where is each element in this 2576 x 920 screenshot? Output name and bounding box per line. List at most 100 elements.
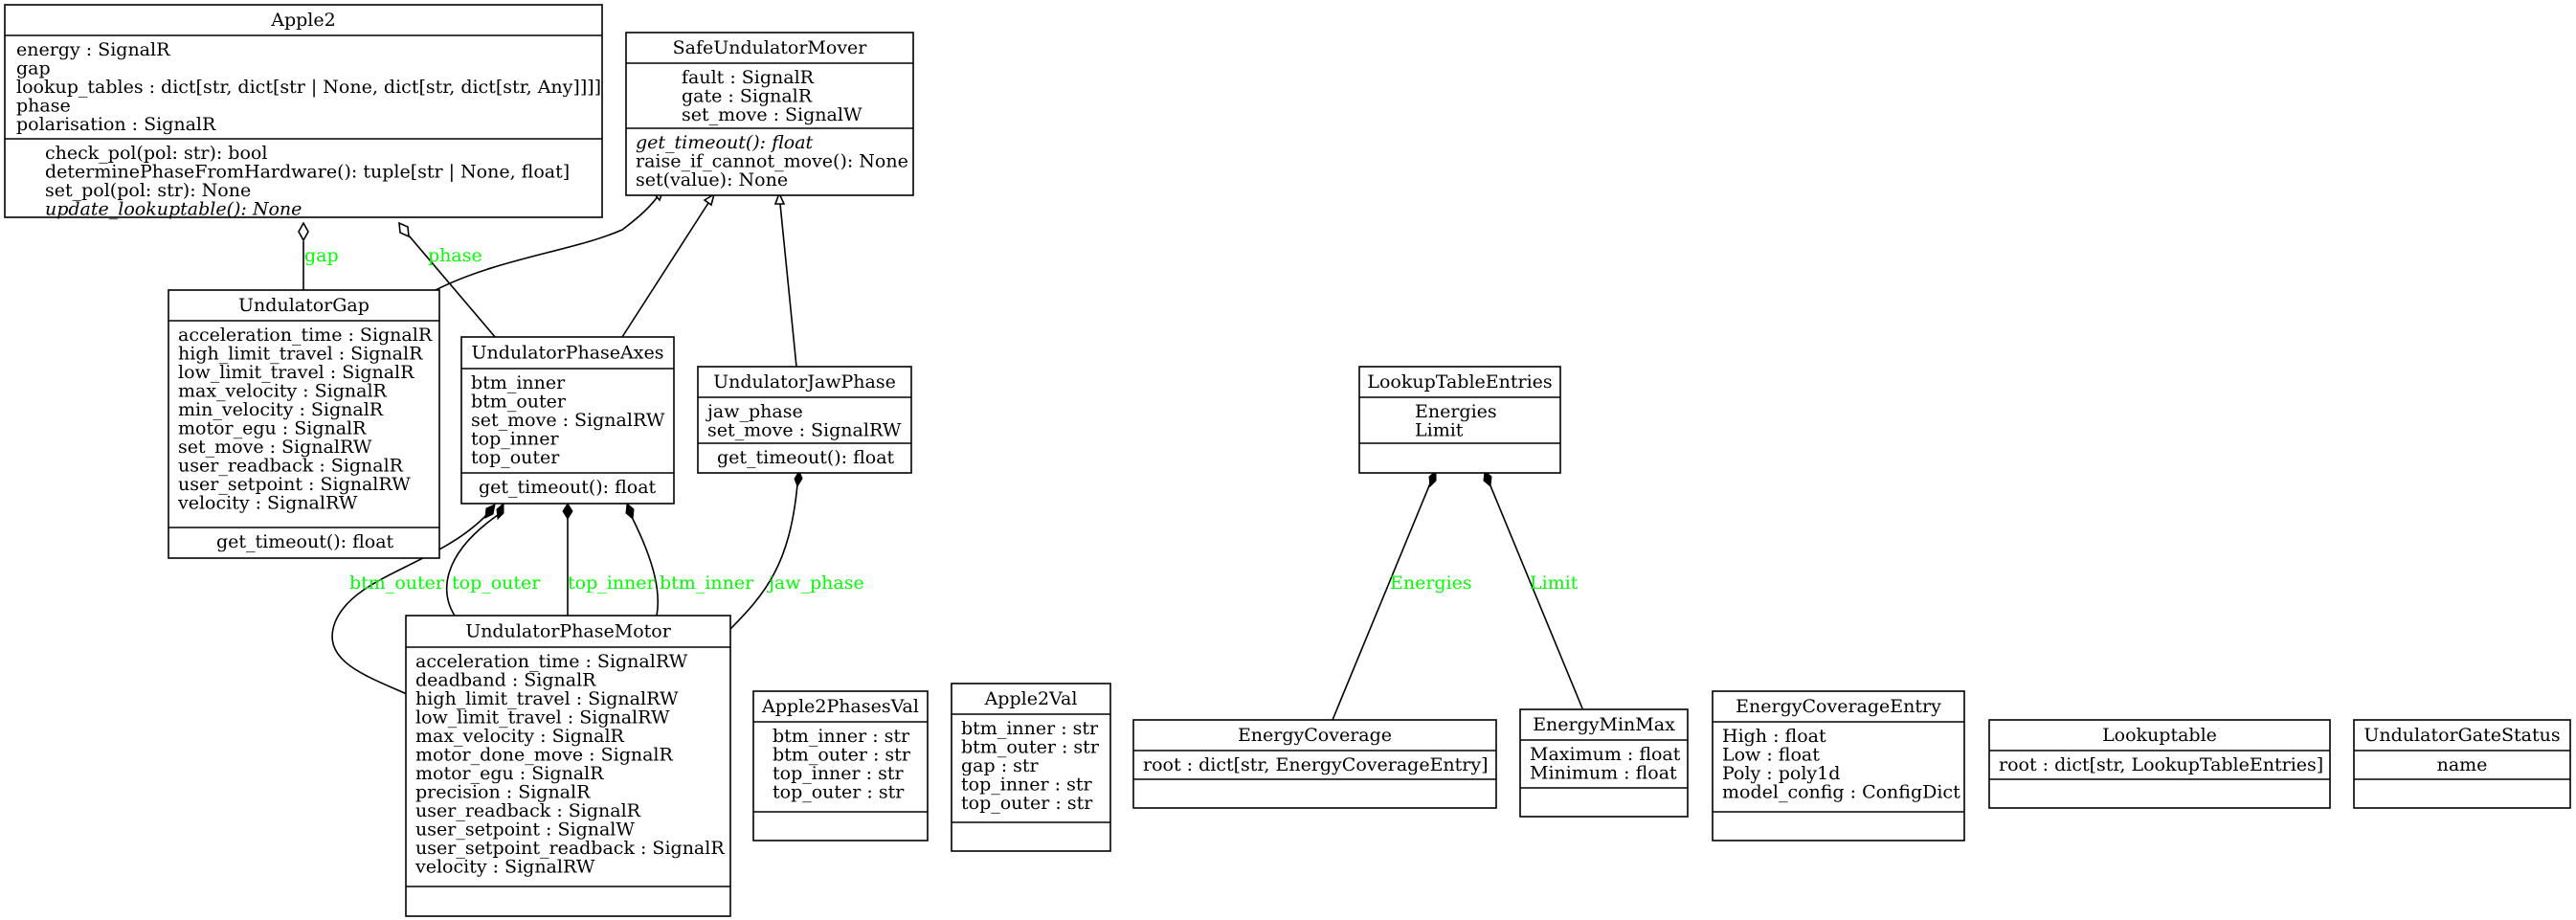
class-undulator-jaw-phase-attribute: set_move : SignalRW: [707, 420, 902, 441]
class-safe-undulator-mover-name: SafeUndulatorMover: [673, 37, 868, 58]
class-undulator-phase-motor-attribute: max_velocity : SignalR: [415, 726, 625, 747]
class-undulator-gap-attribute: user_readback : SignalR: [178, 456, 404, 477]
class-apple2-val-attribute: btm_inner : str: [961, 718, 1099, 739]
class-undulator-gap-attribute: motor_egu : SignalR: [178, 418, 367, 439]
class-safe-undulator-mover-attribute: fault : SignalR: [682, 67, 815, 88]
composition-edge-jaw-phase: [727, 483, 798, 633]
class-undulator-phase-axes-attribute: top_inner: [471, 429, 560, 450]
class-apple2-method: determinePhaseFromHardware(): tuple[str …: [45, 162, 570, 183]
class-safe-undulator-mover-attribute: gate : SignalR: [682, 86, 813, 107]
class-lookuptable-attribute: root : dict[str, LookupTableEntries]: [1999, 754, 2323, 775]
class-apple2-val-name: Apple2Val: [984, 688, 1078, 709]
class-undulator-jaw-phase-name: UndulatorJawPhase: [713, 371, 896, 393]
composition-diamond-btm-inner: [625, 502, 635, 521]
class-energy-min-max-box: [1519, 708, 1689, 818]
class-undulator-gap-attribute: acceleration_time : SignalR: [178, 325, 433, 346]
class-energy-min-max-name: EnergyMinMax: [1533, 714, 1675, 735]
aggregation-edge-phase: [408, 235, 497, 339]
class-undulator-phase-axes-attribute: set_move : SignalRW: [471, 410, 665, 431]
composition-diamond-btm-outer: [484, 504, 496, 519]
class-undulator-phase-motor-attribute: motor_done_move : SignalR: [415, 745, 674, 766]
class-safe-undulator-mover-box: [625, 32, 914, 196]
class-apple2-phases-val: Apple2PhasesVal btm_inner : strbtm_outer …: [752, 690, 929, 841]
edge-label-btm-outer: btm_outer: [349, 572, 445, 594]
class-apple2-phases-val-attribute: btm_outer : str: [773, 745, 911, 766]
edge-label-top-outer: top_outer: [452, 572, 541, 594]
class-lookuptable-name: Lookuptable: [2102, 725, 2217, 746]
class-apple2-val-attribute: top_outer : str: [961, 793, 1093, 814]
class-undulator-gap-name: UndulatorGap: [238, 295, 370, 316]
class-apple2-name: Apple2: [270, 10, 335, 31]
class-apple2-val-attribute: btm_outer : str: [961, 737, 1100, 758]
class-undulator-phase-motor-attribute: low_limit_travel : SignalRW: [415, 707, 670, 729]
class-undulator-gate-status-name: UndulatorGateStatus: [2363, 725, 2560, 746]
edge-label-energies: Energies: [1390, 572, 1472, 594]
class-energy-coverage-entry-attribute: model_config : ConfigDict: [1722, 782, 1960, 803]
class-undulator-gap-box: [168, 289, 440, 559]
composition-edge-top-outer: [445, 514, 499, 617]
composition-diamond-top-inner: [562, 503, 573, 520]
class-undulator-gap-attribute: min_velocity : SignalR: [178, 399, 384, 420]
class-undulator-phase-axes: UndulatorPhaseAxesbtm_innerbtm_outerset_…: [460, 336, 675, 505]
inheritance-arrow-phaseaxes: [703, 192, 716, 207]
inheritance-arrow-jawphase: [773, 191, 786, 205]
class-undulator-jaw-phase-box: [697, 366, 912, 474]
class-undulator-phase-motor-attribute: motor_egu : SignalR: [415, 763, 604, 784]
class-apple2-phases-val-attribute: btm_inner : str: [773, 726, 910, 747]
class-apple2-phases-val-attribute: top_outer : str: [773, 782, 905, 803]
class-apple2-attribute: polarisation : SignalR: [16, 114, 216, 135]
class-undulator-gap-method: get_timeout(): float: [216, 531, 394, 552]
class-apple2-attribute: lookup_tables : dict[str, dict[str | Non…: [16, 77, 601, 98]
inheritance-edge-gap: [435, 194, 660, 291]
class-energy-min-max-attribute: Maximum : float: [1530, 744, 1681, 765]
class-undulator-phase-axes-attribute: top_outer: [471, 447, 560, 468]
edge-label-phase: phase: [428, 245, 482, 266]
class-safe-undulator-mover-method: set(value): None: [636, 169, 788, 191]
class-energy-coverage-entry-attribute: Low : float: [1722, 745, 1820, 766]
class-energy-min-max-attribute: Minimum : float: [1530, 763, 1677, 784]
edge-label-gap: gap: [304, 245, 339, 266]
class-undulator-phase-motor-name: UndulatorPhaseMotor: [465, 621, 672, 642]
class-safe-undulator-mover-method: get_timeout(): float: [636, 132, 814, 153]
class-lookup-table-entries-box: [1358, 366, 1561, 474]
class-undulator-phase-axes-attribute: btm_outer: [471, 392, 567, 413]
class-undulator-phase-motor-attribute: user_readback : SignalR: [415, 800, 641, 821]
class-undulator-phase-axes-name: UndulatorPhaseAxes: [472, 343, 664, 364]
composition-diamond-jaw-phase: [794, 469, 803, 488]
class-apple2-phases-val-name: Apple2PhasesVal: [761, 696, 919, 717]
class-apple2-box: [4, 4, 603, 218]
composition-diamond-limit: [1483, 469, 1492, 488]
class-undulator-phase-axes-box: [460, 336, 675, 505]
class-undulator-jaw-phase-method: get_timeout(): float: [717, 447, 895, 468]
edges: [298, 188, 1583, 721]
class-apple2-phases-val-attribute: top_inner : str: [773, 763, 904, 784]
class-undulator-phase-motor-attribute: user_setpoint_readback : SignalR: [415, 838, 725, 859]
class-energy-coverage-entry-attribute: High : float: [1722, 726, 1826, 747]
class-apple2-method: set_pol(pol: str): None: [45, 180, 251, 201]
class-energy-coverage-entry-name: EnergyCoverageEntry: [1736, 696, 1941, 717]
class-lookup-table-entries-attribute: Limit: [1415, 420, 1464, 441]
edge-label-btm-inner: btm_inner: [660, 572, 754, 594]
class-energy-coverage-attribute: root : dict[str, EnergyCoverageEntry]: [1143, 754, 1489, 775]
class-undulator-gap: UndulatorGap acceleration_time : SignalRh…: [168, 289, 440, 559]
class-energy-coverage-box: [1132, 719, 1497, 809]
class-undulator-gap-attribute: high_limit_travel : SignalR: [178, 344, 423, 365]
class-safe-undulator-mover-attribute: set_move : SignalW: [682, 104, 862, 125]
class-undulator-gap-attribute: set_move : SignalRW: [178, 437, 372, 458]
composition-edge-btm-inner: [631, 516, 660, 617]
class-apple2-val-attribute: top_inner : str: [961, 774, 1092, 796]
edge-label-top-inner: top_inner: [568, 572, 657, 594]
class-undulator-gap-attribute: low_limit_travel : SignalR: [178, 362, 414, 383]
aggregation-diamond-phase: [398, 221, 410, 238]
edge-labels: gap phase btm_outer top_outer top_inner …: [304, 245, 1579, 594]
class-undulator-phase-motor-attribute: precision : SignalR: [415, 782, 591, 803]
edge-label-limit: Limit: [1530, 572, 1579, 594]
